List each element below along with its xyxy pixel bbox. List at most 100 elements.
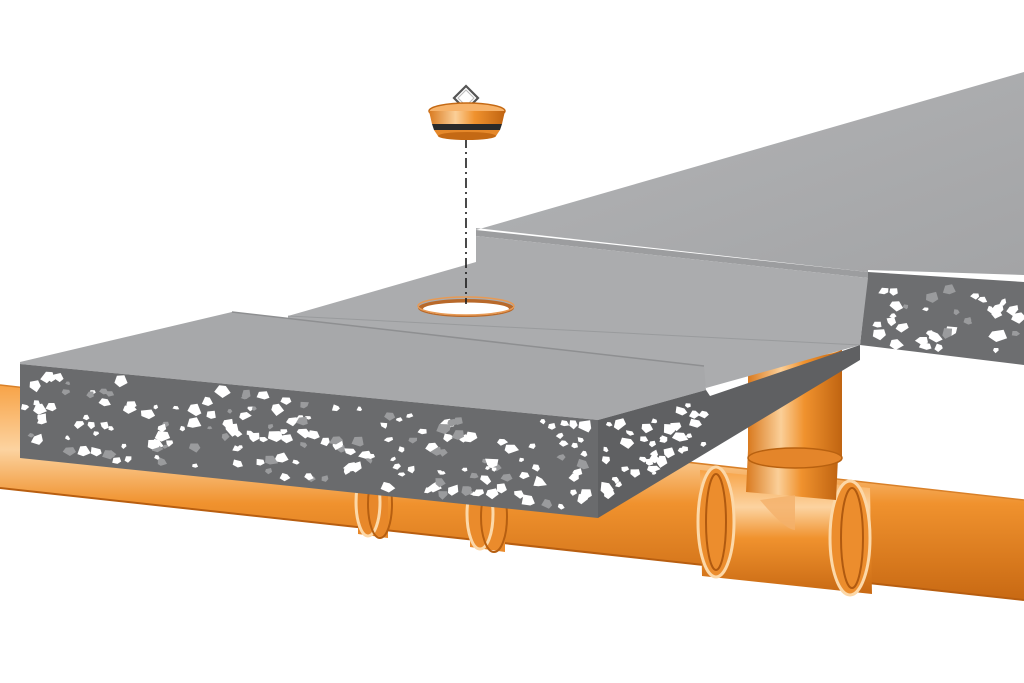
aggregate-speck — [112, 457, 122, 464]
aggregate-speck — [225, 423, 239, 437]
aggregate-speck — [625, 430, 635, 436]
aggregate-speck — [500, 473, 513, 482]
aggregate-speck — [991, 309, 1003, 319]
aggregate-speck — [380, 481, 396, 493]
aggregate-speck — [889, 301, 904, 312]
aggregate-speck — [601, 456, 610, 465]
aggregate-speck — [82, 414, 90, 421]
aggregate-speck — [280, 429, 288, 435]
aggregate-speck — [267, 431, 284, 442]
aggregate-speck — [547, 423, 556, 430]
aggregate-speck — [645, 458, 654, 466]
aggregate-speck — [408, 437, 418, 444]
aggregate-speck — [232, 459, 243, 468]
aggregate-speck — [521, 494, 535, 506]
aggregate-speck — [179, 425, 186, 432]
aggregate-speck — [619, 437, 635, 449]
aggregate-speck — [988, 329, 1008, 342]
aggregate-speck — [102, 450, 117, 460]
aggregate-speck — [240, 395, 248, 400]
aggregate-speck — [902, 304, 909, 310]
aggregate-speck — [29, 380, 41, 393]
aggregate-speck — [356, 406, 363, 412]
aggregate-speck — [304, 473, 314, 481]
aggregate-speck — [286, 417, 298, 427]
aggregate-speck — [451, 430, 464, 440]
aggregate-speck — [307, 430, 320, 440]
aggregate-speck — [641, 423, 654, 434]
aggregate-speck — [162, 421, 170, 427]
slab-aggregate-front — [21, 371, 592, 510]
aggregate-speck — [296, 416, 308, 426]
aggregate-speck — [485, 466, 490, 470]
aggregate-speck — [221, 433, 230, 442]
aggregate-speck — [519, 471, 530, 480]
aggregate-speck — [62, 447, 76, 456]
aggregate-speck — [384, 412, 396, 421]
aggregate-speck — [172, 405, 180, 410]
aggregate-speck — [74, 421, 85, 429]
aggregate-speck — [124, 456, 132, 463]
aggregate-speck — [630, 469, 641, 478]
aggregate-speck — [663, 447, 675, 459]
aggregate-speck — [578, 420, 592, 433]
aggregate-speck — [37, 413, 47, 424]
aggregate-speck — [889, 288, 898, 296]
aggregate-speck — [108, 426, 114, 431]
aggregate-speck — [878, 287, 889, 295]
aggregate-speck — [126, 401, 137, 410]
aggregate-speck — [425, 442, 439, 452]
aggregate-speck — [497, 438, 509, 446]
aggregate-speck — [518, 457, 524, 462]
aggregate-speck — [872, 321, 882, 328]
aggregate-speck — [472, 489, 485, 497]
aggregate-speck — [889, 313, 897, 319]
aggregate-speck — [922, 307, 929, 312]
aggregate-speck — [265, 455, 279, 465]
concrete-slab — [20, 72, 1024, 518]
aggregate-speck — [268, 424, 274, 430]
aggregate-speck — [417, 428, 427, 435]
aggregate-speck — [45, 403, 57, 412]
aggregate-speck — [685, 433, 693, 439]
aggregate-speck — [214, 385, 231, 398]
aggregate-speck — [918, 342, 932, 350]
cleanout-plug — [428, 84, 506, 140]
aggregate-speck — [273, 452, 289, 463]
aggregate-speck — [265, 468, 273, 475]
aggregate-speck — [964, 317, 972, 324]
aggregate-speck — [147, 439, 160, 450]
aggregate-speck — [925, 330, 933, 337]
aggregate-speck — [383, 437, 394, 443]
aggregate-speck — [640, 436, 649, 442]
aggregate-speck — [239, 412, 252, 421]
aggregate-speck — [977, 296, 988, 303]
aggregate-speck — [33, 400, 40, 406]
aggregate-speck — [491, 467, 497, 472]
aggregate-speck — [467, 486, 472, 491]
aggregate-speck — [320, 437, 330, 447]
aggregate-speck — [33, 403, 47, 415]
aggregate-speck — [329, 436, 344, 445]
aggregate-speck — [569, 420, 578, 430]
aggregate-speck — [555, 432, 564, 439]
aggregate-speck — [437, 470, 443, 474]
aggregate-speck — [166, 440, 174, 447]
aggregate-speck — [603, 446, 609, 453]
aggregate-speck — [192, 463, 199, 468]
aggregate-speck — [639, 456, 648, 463]
aggregate-speck — [651, 471, 657, 475]
aggregate-speck — [504, 444, 519, 454]
aggregate-speck — [140, 409, 156, 420]
aggregate-speck — [292, 459, 300, 465]
aggregate-speck — [331, 404, 340, 412]
aggregate-speck — [1011, 331, 1021, 336]
aggregate-speck — [86, 391, 94, 399]
aggregate-speck — [689, 410, 700, 419]
aggregate-speck — [358, 450, 373, 459]
aggregate-speck — [872, 329, 886, 341]
aggregate-speck — [424, 487, 432, 494]
aggregate-speck — [99, 388, 109, 395]
